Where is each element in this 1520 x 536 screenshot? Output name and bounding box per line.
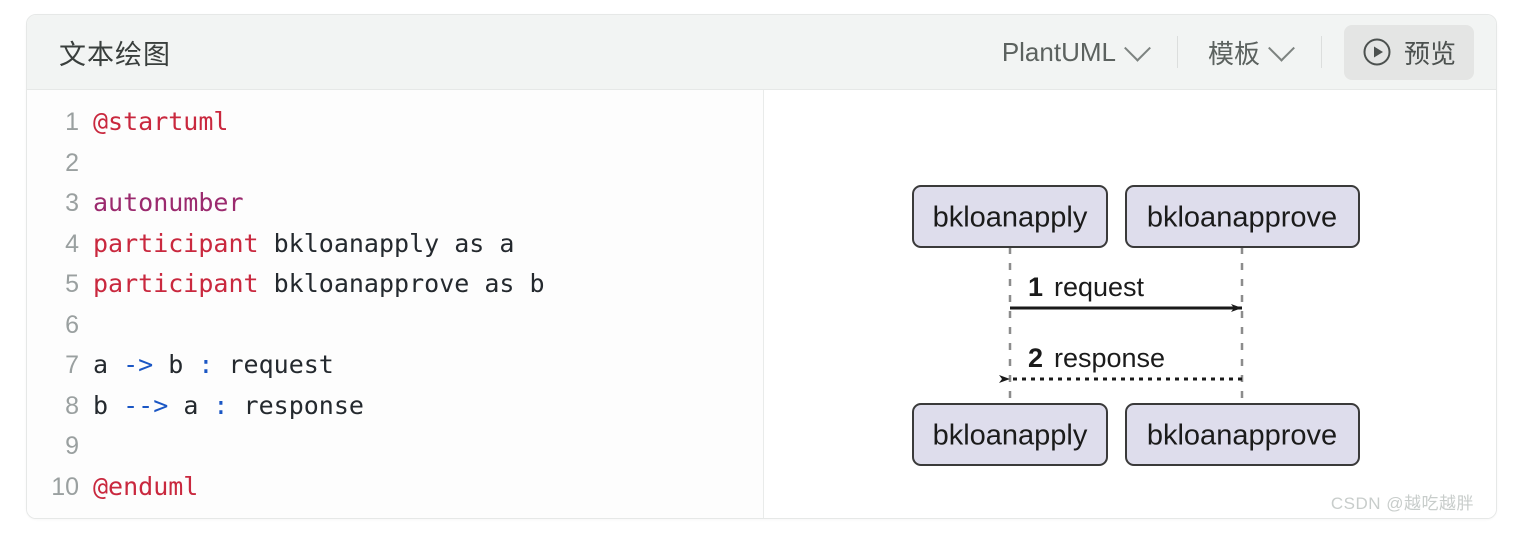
message-1: 1 request	[1010, 272, 1242, 312]
code-editor[interactable]: 1 @startuml 2 3 autonumber 4 participant bkloa…	[27, 90, 764, 518]
watermark: CSDN @越吃越胖	[1330, 494, 1474, 513]
line-number: 3	[65, 189, 79, 217]
chevron-down-icon	[1124, 34, 1151, 62]
line-number: 7	[65, 351, 79, 379]
toolbar-divider-1	[1176, 36, 1178, 68]
participant-rect	[912, 403, 1108, 466]
code-token: request	[213, 350, 334, 379]
participant-label: bkloanapply	[933, 420, 1088, 452]
code-token: a	[93, 350, 124, 379]
message-label: response	[1054, 343, 1165, 373]
code-line[interactable]: 9	[27, 426, 763, 467]
code-line[interactable]: 2	[27, 143, 763, 184]
diagram-preview: bkloanapply bkloanapprove bkloanapply bkloa…	[764, 90, 1496, 518]
line-number: 6	[65, 310, 79, 339]
code-line[interactable]: 6	[27, 305, 763, 346]
preview-button[interactable]: 预览	[1343, 24, 1474, 80]
code-line[interactable]: 3 autonumber	[27, 183, 763, 224]
participant-rect	[912, 185, 1108, 248]
line-number: 5	[65, 270, 79, 298]
code-token: response	[228, 390, 364, 420]
code-token: @startuml	[93, 107, 229, 136]
line-number: 4	[65, 229, 79, 258]
code-text: autonumber	[93, 183, 244, 224]
line-number: 1	[65, 108, 79, 136]
participant-label: bkloanapprove	[1147, 420, 1337, 452]
line-number: 10	[51, 472, 79, 501]
message-number: 1	[1028, 272, 1043, 302]
code-line[interactable]: 4 participant bkloanapply as a	[27, 224, 763, 265]
engine-select-plantuml[interactable]: PlantUML	[986, 34, 1163, 68]
participant-label: bkloanapply	[933, 202, 1088, 234]
code-text: participant bkloanapply as a	[93, 224, 514, 265]
code-token: ->	[123, 350, 154, 379]
code-token: bkloanapprove as b	[258, 269, 545, 298]
template-select[interactable]: 模板	[1192, 34, 1307, 71]
line-number: 8	[65, 391, 79, 420]
code-line[interactable]: 5 participant bkloanapprove as b	[27, 264, 763, 305]
message-number: 2	[1028, 343, 1043, 373]
participant-label: bkloanapprove	[1147, 202, 1337, 234]
message-2: 2 response	[999, 343, 1242, 383]
play-circle-icon	[1363, 38, 1391, 66]
card-body: 1 @startuml 2 3 autonumber 4 participant bkloa…	[27, 90, 1496, 518]
text-diagram-card: 文本绘图 PlantUML 模板 预览 1@sta	[26, 14, 1497, 519]
code-token: @enduml	[93, 471, 199, 501]
code-text: participant bkloanapprove as b	[93, 264, 545, 305]
code-token: b	[93, 390, 124, 420]
code-token: b	[153, 350, 199, 379]
participant-box-b-bottom: bkloanapprove	[1125, 403, 1360, 466]
sequence-diagram: bkloanapply bkloanapprove bkloanapply bkloa…	[912, 185, 1360, 466]
code-text: @enduml	[93, 467, 198, 508]
code-token: -->	[123, 390, 169, 420]
toolbar-divider-2	[1320, 36, 1322, 68]
code-text: b --> a : response	[93, 386, 364, 427]
line-number: 2	[65, 148, 79, 177]
header-toolbar: PlantUML 模板 预览	[986, 15, 1474, 89]
template-select-label: 模板	[1207, 38, 1260, 69]
code-token: :	[198, 350, 214, 379]
card-header: 文本绘图 PlantUML 模板 预览	[27, 15, 1496, 90]
code-text: @startuml	[93, 102, 228, 143]
code-token: a	[168, 390, 214, 420]
code-line[interactable]: 1 @startuml	[27, 102, 763, 143]
code-token: :	[213, 390, 229, 420]
code-token: autonumber	[93, 188, 244, 217]
line-number: 9	[65, 432, 79, 460]
participant-box-a-top: bkloanapply	[912, 185, 1108, 248]
chevron-down-icon	[1268, 34, 1295, 62]
participant-box-b-top: bkloanapprove	[1125, 185, 1360, 248]
page-title: 文本绘图	[59, 39, 171, 70]
engine-select-label: PlantUML	[1001, 36, 1116, 67]
code-token: bkloanapply as a	[258, 228, 515, 258]
participant-rect	[1125, 403, 1360, 466]
code-token: participant	[93, 269, 259, 298]
preview-button-label: 预览	[1403, 38, 1456, 69]
code-text: a -> b : request	[93, 345, 334, 386]
message-label: request	[1054, 272, 1145, 302]
code-token: participant	[93, 228, 259, 258]
participant-box-a-bottom: bkloanapply	[912, 403, 1108, 466]
code-line[interactable]: 10 @enduml	[27, 467, 763, 508]
participant-rect	[1125, 185, 1360, 248]
